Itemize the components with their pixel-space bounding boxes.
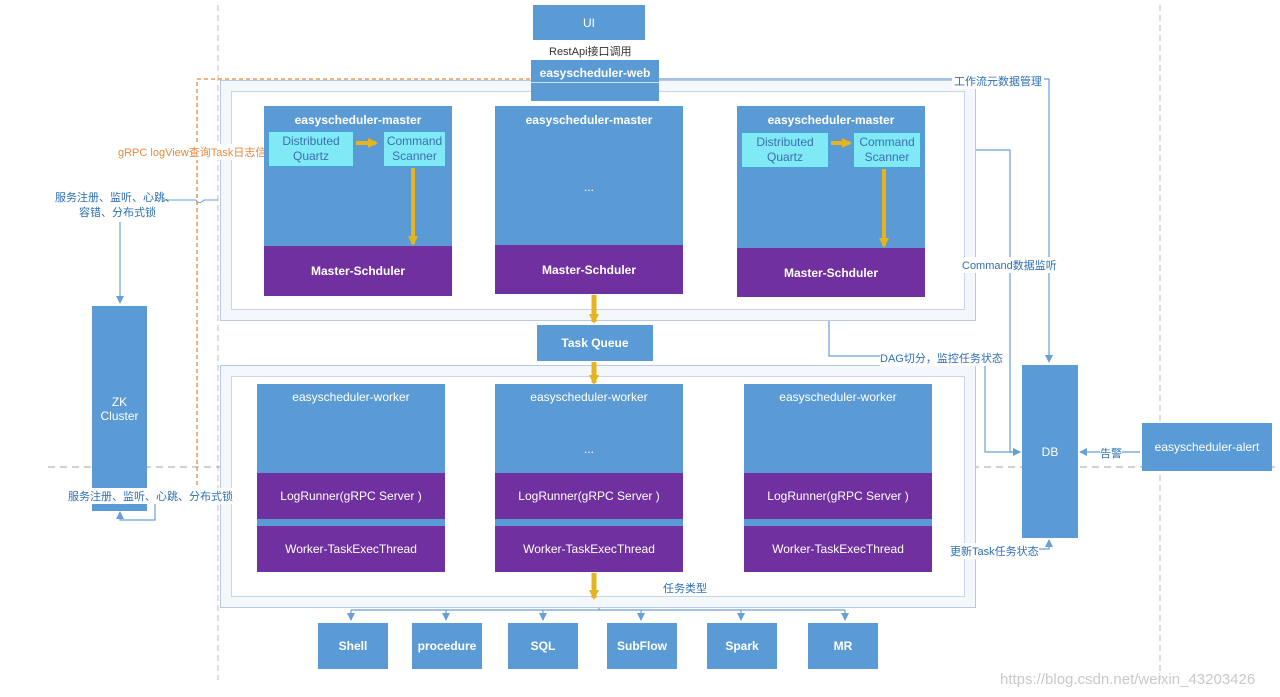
restapi-label: RestApi接口调用	[549, 46, 632, 58]
zk-service-label-line1: 服务注册、监听、心跳、	[55, 192, 176, 204]
task-type-procedure: procedure	[412, 623, 482, 669]
watermark: https://blog.csdn.net/weixin_43203426	[1000, 671, 1256, 688]
distributed-quartz-box-3: Distributed Quartz	[741, 132, 829, 168]
master-scheduler-3: Master-Schduler	[737, 248, 925, 297]
web-title: easyscheduler-web	[539, 66, 651, 80]
grpc-logview-label: gRPC logView查询Task日志信息	[118, 144, 278, 160]
worker-box-1: easyscheduler-worker	[257, 384, 445, 473]
worker-box-3: easyscheduler-worker	[744, 384, 932, 473]
update-task-label: 更新Task任务状态	[950, 543, 1039, 559]
workflow-meta-label: 工作流元数据管理	[952, 73, 1044, 89]
master-box-2: easyscheduler-master ...	[495, 106, 683, 245]
task-type-subflow: SubFlow	[607, 623, 677, 669]
task-type-mr: MR	[808, 623, 878, 669]
worker-title-3: easyscheduler-worker	[779, 390, 897, 404]
master-title-1: easyscheduler-master	[294, 113, 422, 127]
zk-service-bottom-label: 服务注册、监听、心跳、分布式锁	[68, 488, 233, 504]
worker-box-2: easyscheduler-worker ...	[495, 384, 683, 473]
master-box-1: easyscheduler-master Distributed Quartz …	[264, 106, 452, 246]
zk-label-1: ZK	[111, 394, 128, 409]
web-box: easyscheduler-web	[531, 59, 659, 101]
command-scanner-box-3: Command Scanner	[853, 132, 921, 168]
task-type-spark: Spark	[707, 623, 777, 669]
worker-ellipsis: ...	[583, 442, 594, 456]
master-ellipsis: ...	[583, 180, 594, 194]
distributed-quartz-box-1: Distributed Quartz	[268, 131, 354, 167]
logrunner-2: LogRunner(gRPC Server )	[495, 473, 683, 519]
task-type-label: 任务类型	[663, 583, 707, 595]
db-box: DB	[1022, 365, 1078, 538]
worker-title-1: easyscheduler-worker	[292, 390, 410, 404]
task-exec-thread-2: Worker-TaskExecThread	[495, 526, 683, 572]
task-exec-thread-1: Worker-TaskExecThread	[257, 526, 445, 572]
zk-loop-line	[116, 495, 156, 521]
master-title-2: easyscheduler-master	[525, 113, 653, 127]
zk-cluster-box: ZK Cluster	[92, 306, 147, 511]
task-exec-thread-3: Worker-TaskExecThread	[744, 526, 932, 572]
master-title-3: easyscheduler-master	[767, 113, 895, 127]
zk-top-brace	[162, 199, 218, 203]
master-box-3: easyscheduler-master Distributed Quartz …	[737, 106, 925, 248]
task-type-shell: Shell	[318, 623, 388, 669]
command-monitor-label: Command数据监听	[962, 257, 1057, 273]
master-scheduler-1: Master-Schduler	[264, 246, 452, 296]
alert-box: easyscheduler-alert	[1142, 423, 1272, 471]
task-type-sql: SQL	[508, 623, 578, 669]
zk-service-label-line2: 容错、分布式锁	[79, 207, 156, 219]
task-queue-box: Task Queue	[537, 325, 653, 361]
worker-title-2: easyscheduler-worker	[530, 390, 648, 404]
alarm-label: 告警	[1100, 445, 1122, 461]
ui-box: UI	[533, 5, 645, 40]
logrunner-3: LogRunner(gRPC Server )	[744, 473, 932, 519]
command-scanner-box-1: Command Scanner	[383, 131, 446, 167]
logrunner-1: LogRunner(gRPC Server )	[257, 473, 445, 519]
master-scheduler-2: Master-Schduler	[495, 245, 683, 294]
zk-label-2: Cluster	[100, 408, 139, 423]
dag-label: DAG切分，监控任务状态	[880, 350, 1003, 366]
